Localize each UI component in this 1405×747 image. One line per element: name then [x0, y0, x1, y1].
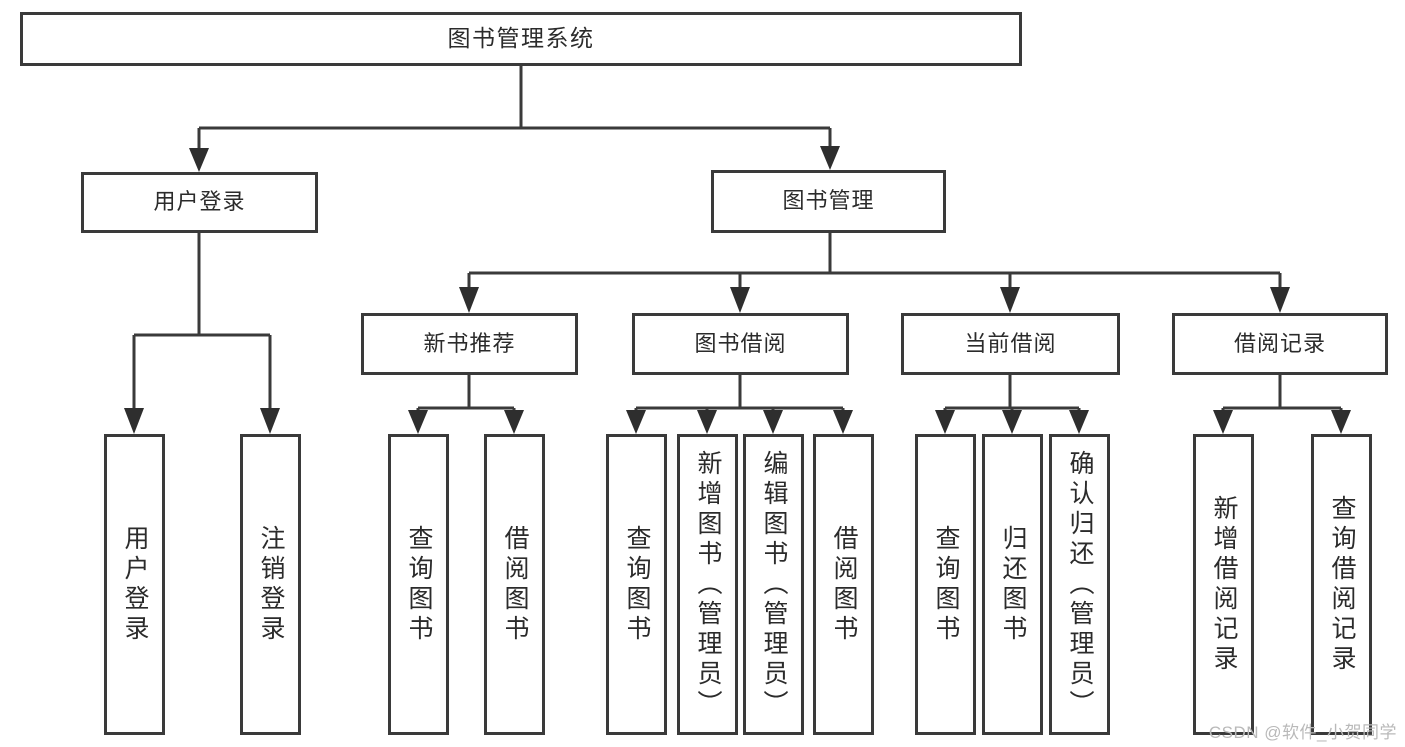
arrowhead-records: [1270, 287, 1290, 313]
leaf-borrow-borrow-book[interactable]: 借阅图书: [813, 434, 874, 735]
node-new-book-recommendation[interactable]: 新书推荐: [361, 313, 578, 375]
arrowhead-leaf-user-login: [124, 408, 144, 434]
node-borrow-records[interactable]: 借阅记录: [1172, 313, 1388, 375]
arrowhead-cu-leaf-1: [935, 410, 955, 434]
arrowhead-bo-leaf-4: [833, 410, 853, 434]
node-label: 借阅图书: [501, 524, 529, 645]
node-label: 查询图书: [932, 524, 960, 645]
node-label: 借阅记录: [1233, 330, 1326, 356]
leaf-current-query-book[interactable]: 查询图书: [915, 434, 976, 735]
leaf-borrow-add-book-admin[interactable]: 新增图书（管理员）: [677, 434, 738, 735]
node-label: 查询图书: [405, 524, 433, 645]
leaf-borrow-query-book[interactable]: 查询图书: [606, 434, 667, 735]
arrowhead-nb-leaf-1: [408, 410, 428, 434]
arrowhead-bo-leaf-2: [697, 410, 717, 434]
node-label: 新增图书（管理员）: [694, 449, 722, 720]
arrowhead-bo-leaf-1: [626, 410, 646, 434]
arrowhead-re-leaf-1: [1213, 410, 1233, 434]
node-root-system[interactable]: 图书管理系统: [20, 12, 1022, 66]
arrowhead-leaf-logout: [260, 408, 280, 434]
arrowhead-current: [1000, 287, 1020, 313]
leaf-user-login[interactable]: 用户登录: [104, 434, 165, 735]
node-label: 用户登录: [153, 189, 246, 215]
node-label: 图书借阅: [694, 330, 787, 356]
node-label: 确认归还（管理员）: [1066, 449, 1094, 720]
node-user-login[interactable]: 用户登录: [81, 172, 318, 233]
node-book-borrowing[interactable]: 图书借阅: [632, 313, 849, 375]
arrowhead-borrow: [730, 287, 750, 313]
node-label: 新增借阅记录: [1210, 494, 1238, 675]
arrowhead-bo-leaf-3: [763, 410, 783, 434]
node-label: 用户登录: [121, 524, 149, 645]
arrowhead-new-book: [459, 287, 479, 313]
node-label: 查询借阅记录: [1328, 494, 1356, 675]
arrowhead-book-mgmt: [820, 146, 840, 170]
leaf-logout[interactable]: 注销登录: [240, 434, 301, 735]
node-label: 注销登录: [257, 524, 285, 645]
arrowhead-cu-leaf-3: [1069, 410, 1089, 434]
watermark-text: CSDN @软件_小贺同学: [1208, 723, 1397, 742]
node-label: 编辑图书（管理员）: [760, 449, 788, 720]
leaf-current-confirm-return-admin[interactable]: 确认归还（管理员）: [1049, 434, 1110, 735]
node-label: 图书管理系统: [447, 25, 595, 52]
node-label: 当前借阅: [964, 330, 1057, 356]
node-label: 查询图书: [623, 524, 651, 645]
node-label: 借阅图书: [830, 524, 858, 645]
leaf-records-query-record[interactable]: 查询借阅记录: [1311, 434, 1372, 735]
leaf-borrow-edit-book-admin[interactable]: 编辑图书（管理员）: [743, 434, 804, 735]
arrowhead-nb-leaf-2: [504, 410, 524, 434]
node-label: 归还图书: [999, 524, 1027, 645]
leaf-new-book-query[interactable]: 查询图书: [388, 434, 449, 735]
node-book-management[interactable]: 图书管理: [711, 170, 946, 233]
node-current-borrowing[interactable]: 当前借阅: [901, 313, 1120, 375]
node-label: 新书推荐: [423, 330, 516, 356]
arrowhead-cu-leaf-2: [1002, 410, 1022, 434]
leaf-current-return-book[interactable]: 归还图书: [982, 434, 1043, 735]
leaf-new-book-borrow[interactable]: 借阅图书: [484, 434, 545, 735]
arrowhead-user-login: [189, 148, 209, 172]
node-label: 图书管理: [782, 188, 875, 214]
leaf-records-add-record[interactable]: 新增借阅记录: [1193, 434, 1254, 735]
arrowhead-re-leaf-2: [1331, 410, 1351, 434]
